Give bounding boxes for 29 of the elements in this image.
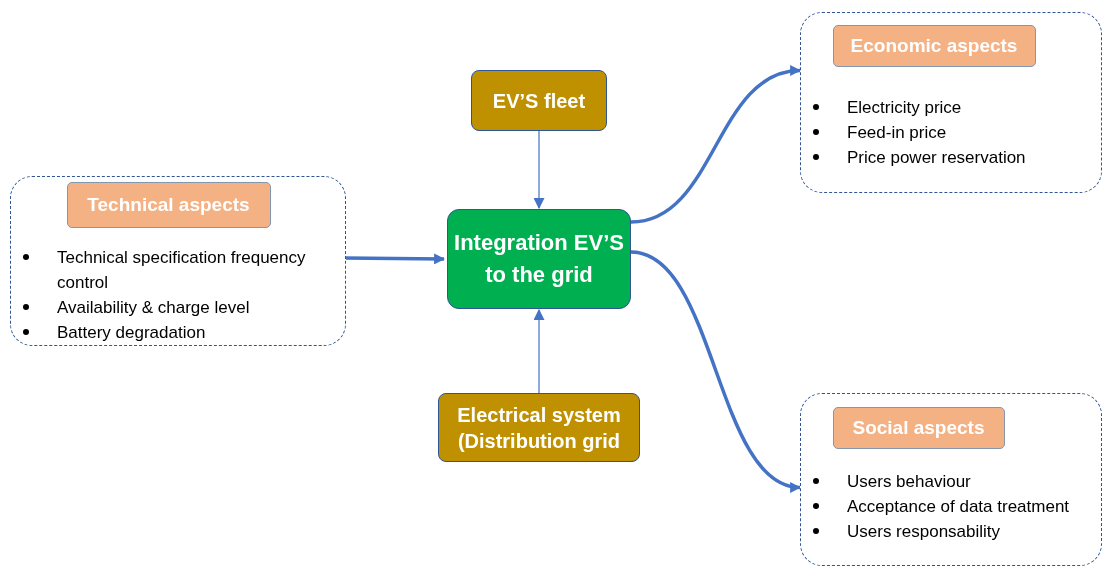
bullet-text: Acceptance of data treatment xyxy=(847,494,1101,519)
central-box xyxy=(447,209,631,309)
arrow xyxy=(630,66,802,224)
bullet-text: Users responsability xyxy=(847,519,1101,544)
box-label: Technical aspects xyxy=(87,193,250,216)
bullet-text: Availability & charge level xyxy=(57,295,343,320)
dashed-panel xyxy=(800,393,1102,566)
bullet-text: Electricity price xyxy=(847,95,1097,120)
heading-label xyxy=(66,181,271,228)
arrow xyxy=(533,308,545,394)
bullet-text: Feed-in price xyxy=(847,120,1097,145)
bullet-text: Battery degradation xyxy=(57,320,343,345)
box-label: EV’S fleet xyxy=(492,88,586,114)
bullet-text: Price power reservation xyxy=(847,145,1097,170)
dashed-panel xyxy=(800,12,1102,193)
box-label: Economic aspects xyxy=(850,34,1018,57)
arrow xyxy=(344,253,446,265)
heading-label xyxy=(832,24,1036,67)
bullet-text: Technical specification frequency control xyxy=(57,245,343,295)
dashed-panel xyxy=(10,176,346,346)
process-box xyxy=(471,70,607,131)
box-label: Electrical system (Distribution grid xyxy=(456,402,622,454)
heading-label xyxy=(832,406,1005,449)
arrow xyxy=(630,250,802,491)
box-label: Social aspects xyxy=(852,416,985,439)
bullet-text: Users behaviour xyxy=(847,469,1101,494)
box-label: Integration EV’S to the grid xyxy=(453,229,625,289)
arrow xyxy=(533,130,545,210)
process-box xyxy=(438,393,640,462)
